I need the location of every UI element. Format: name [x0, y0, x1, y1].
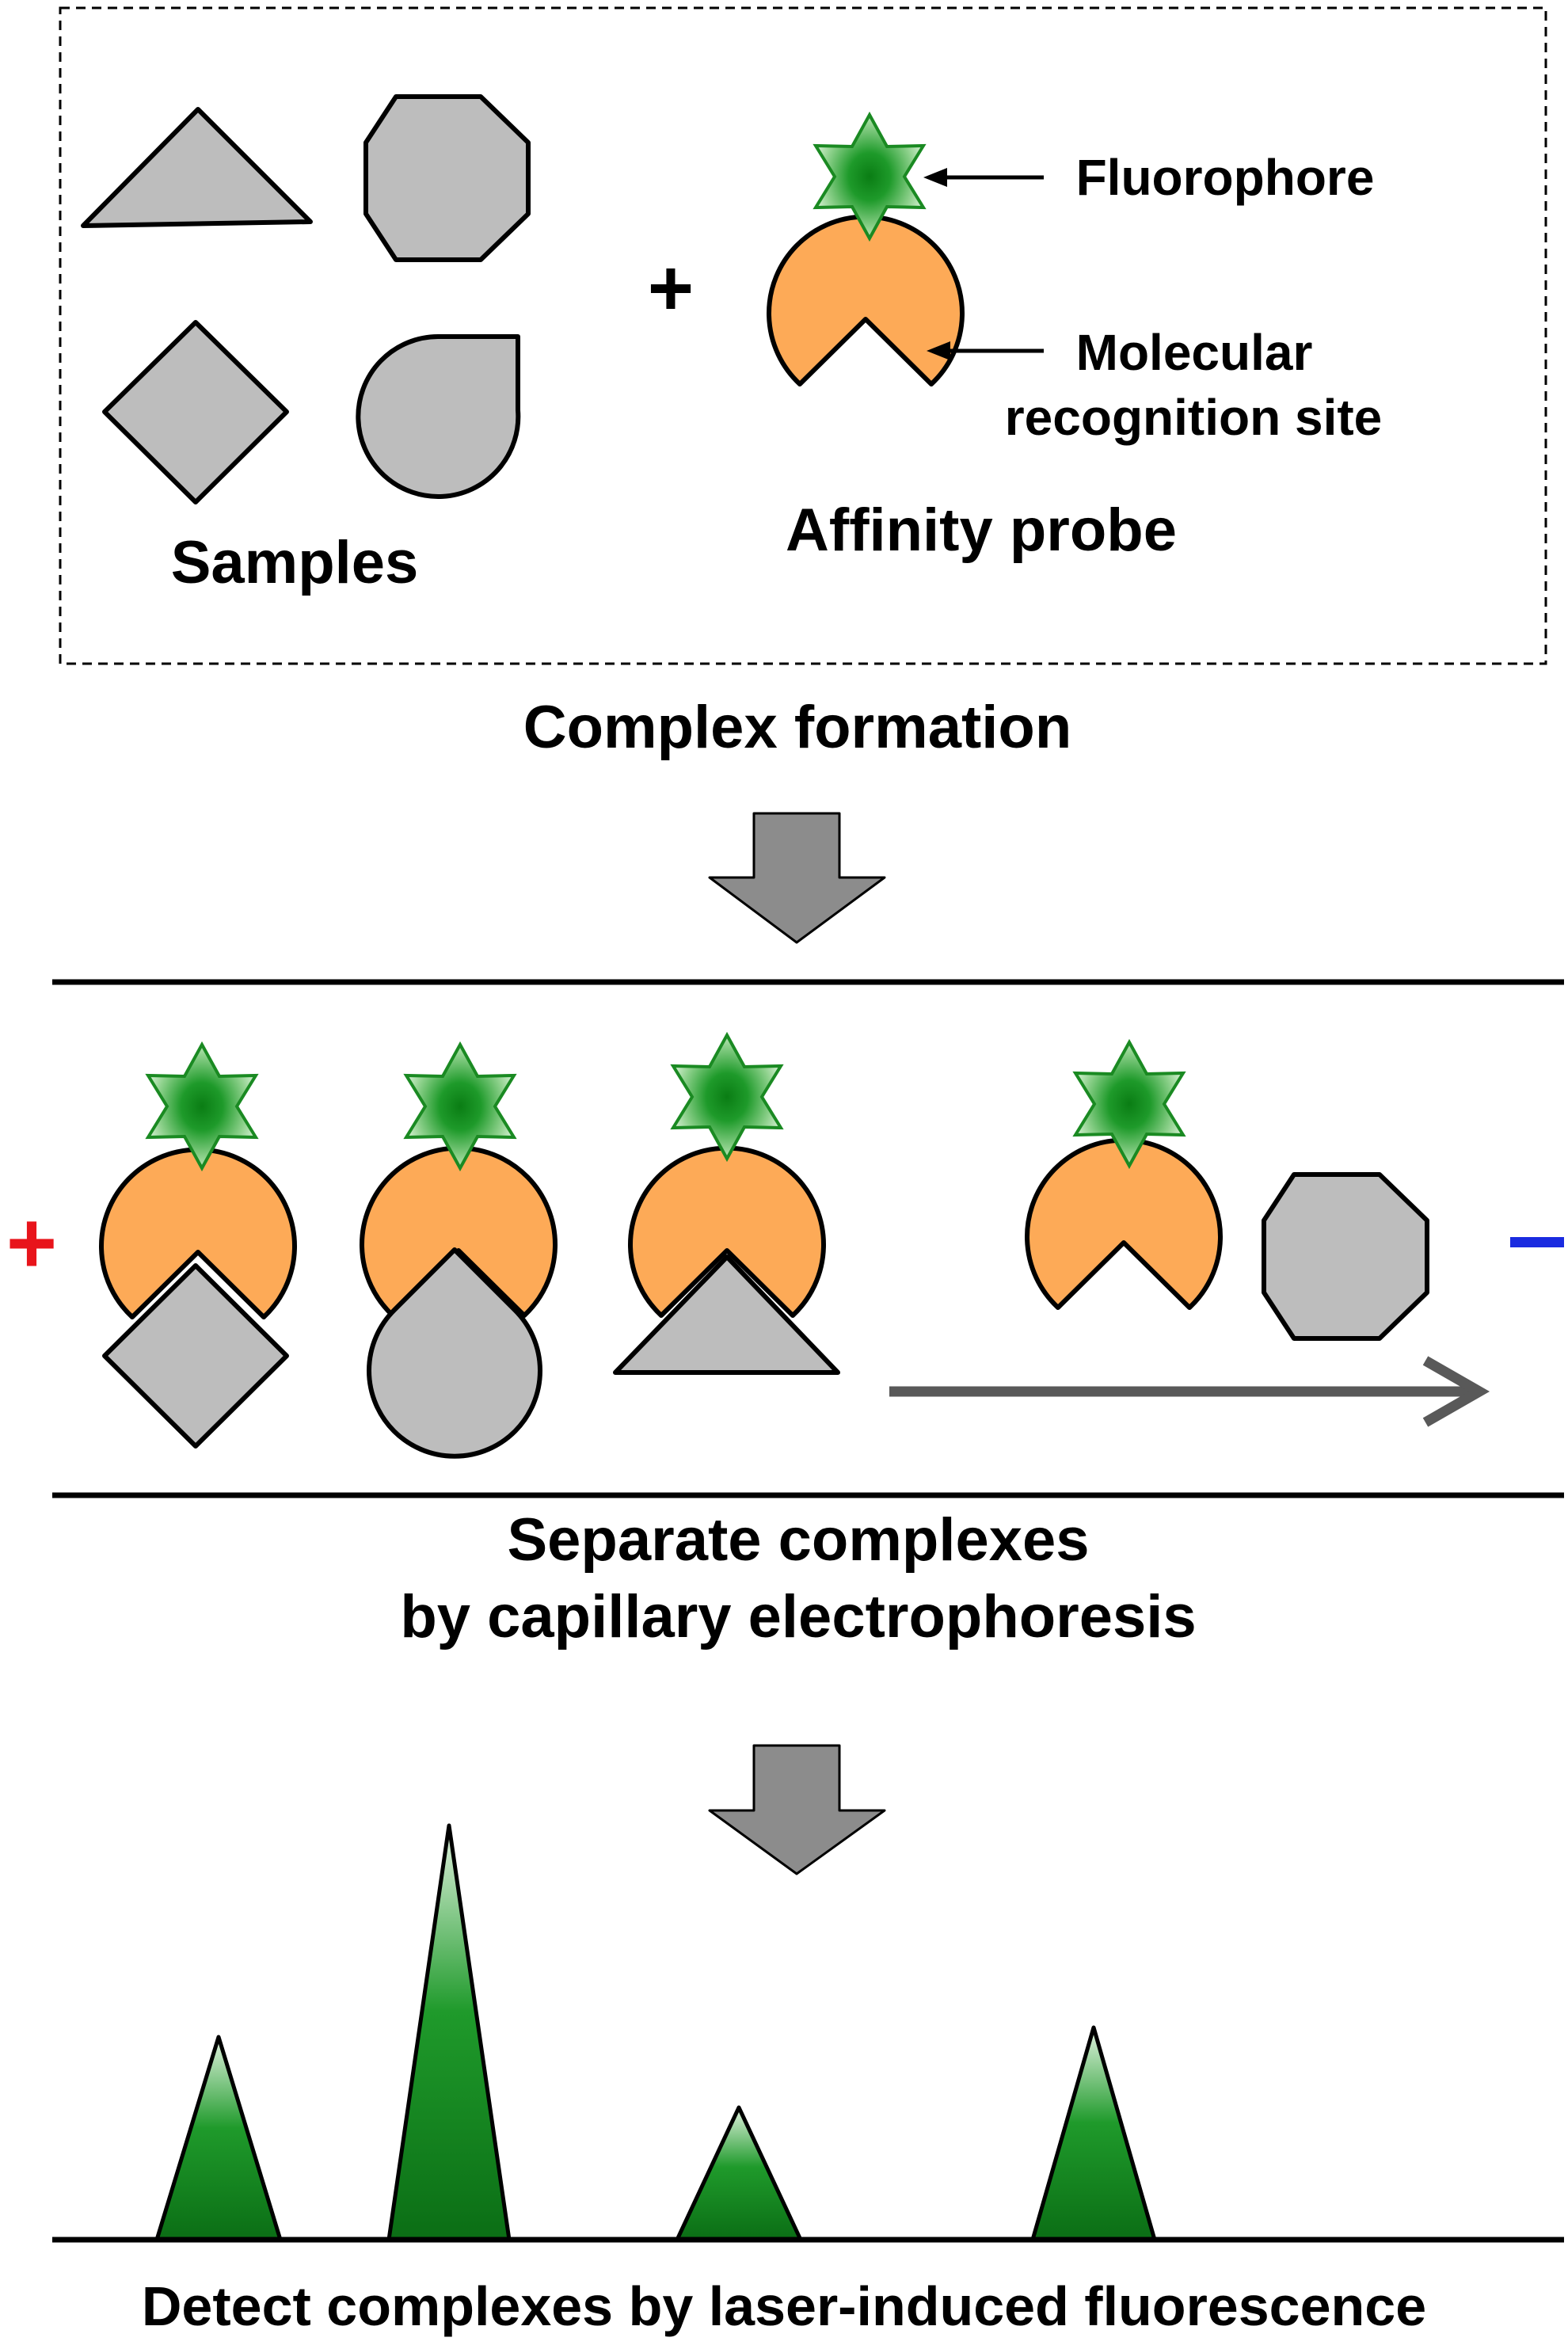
complex-triangle: [613, 1034, 840, 1375]
diamond-icon: [102, 320, 289, 504]
complex-teardrop-sample-icon: [367, 1247, 542, 1459]
plus-sign: +: [648, 244, 694, 333]
complex-teardrop: [362, 1043, 555, 1459]
recognition-label-line2: recognition site: [1005, 389, 1383, 446]
step-arrow-down-2-icon: [708, 1744, 886, 1875]
free-probe-icon: [1027, 1140, 1220, 1308]
complex-teardrop-star-icon: [405, 1043, 516, 1170]
step-arrow-down-icon: [708, 812, 886, 944]
affinity-probe-label: Affinity probe: [786, 497, 1177, 564]
free-sample-octagon-icon: [1262, 1172, 1429, 1341]
recognition-pointer-arrow: [927, 341, 1044, 360]
samples-label: Samples: [171, 529, 419, 596]
complex-diamond: [101, 1043, 295, 1449]
star-fluorophore-icon: [814, 113, 925, 240]
fluorescence-peak-1: [154, 2035, 283, 2242]
fluorescence-peak-4: [1030, 2025, 1157, 2242]
fluorophore-label: Fluorophore: [1076, 149, 1375, 206]
separate-label-line1: Separate complexes: [507, 1506, 1089, 1574]
pacman-probe-icon: [769, 217, 962, 384]
complex-triangle-sample-icon: [613, 1254, 840, 1375]
separate-label-line2: by capillary electrophoresis: [400, 1583, 1196, 1650]
triangle-icon: [81, 107, 313, 228]
anode-sign: +: [6, 1194, 57, 1292]
complex-diamond-sample-icon: [102, 1263, 289, 1449]
octagon-icon: [363, 94, 531, 262]
migration-arrow: [889, 1356, 1490, 1427]
samples-probe-box: [59, 6, 1547, 665]
fluorophore-pointer-arrow: [923, 168, 1044, 187]
complex-diamond-star-icon: [147, 1043, 257, 1170]
fluorescence-peak-2: [386, 1823, 512, 2242]
cathode-sign: [1510, 1237, 1564, 1247]
complex-triangle-star-icon: [672, 1034, 782, 1160]
recognition-label-line1: Molecular: [1076, 324, 1313, 381]
teardrop-icon: [356, 334, 521, 499]
fluorescence-peak-3: [675, 2105, 803, 2242]
detect-label: Detect complexes by laser-induced fluore…: [142, 2275, 1426, 2337]
complex-formation-label: Complex formation: [523, 694, 1072, 761]
